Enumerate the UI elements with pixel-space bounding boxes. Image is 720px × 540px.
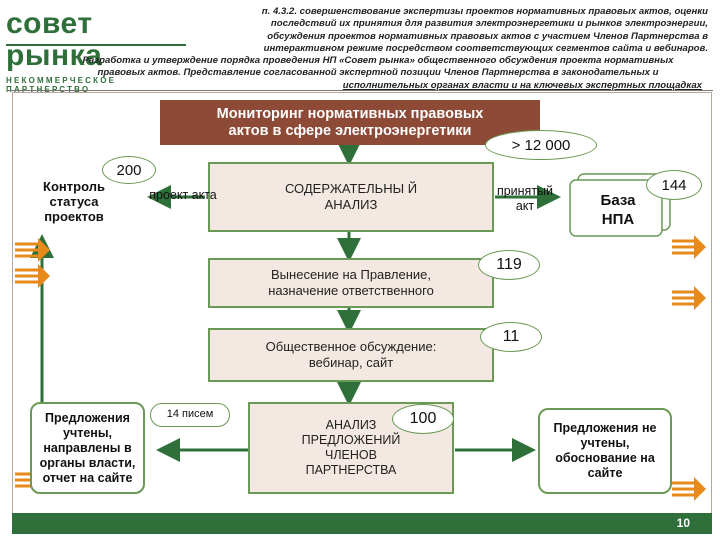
letters-count-badge: 14 писем bbox=[150, 403, 230, 427]
database-stack-mid bbox=[569, 179, 663, 237]
public-discussion-label: Общественное обсуждение: вебинар, сайт bbox=[265, 339, 437, 370]
page-number: 10 bbox=[676, 516, 690, 530]
count-11-value: 11 bbox=[502, 328, 520, 345]
count-100-value: 100 bbox=[409, 410, 437, 427]
header-line: исполнительных органах власти и на ключе… bbox=[342, 79, 702, 91]
content-analysis-box: СОДЕРЖАТЕЛЬНЫ Й АНАЛИЗ bbox=[208, 162, 494, 232]
stripes-icon-right-2 bbox=[672, 286, 706, 310]
stripes-icon-left-1 bbox=[15, 238, 50, 262]
count-200-value: 200 bbox=[116, 161, 142, 179]
proposals-rejected-label: Предложения не учтены, обоснование на са… bbox=[553, 421, 657, 480]
count-total-badge: > 12 000 bbox=[485, 130, 597, 160]
proposals-rejected-box: Предложения не учтены, обоснование на са… bbox=[538, 408, 672, 494]
stripes-icon-left-2 bbox=[15, 264, 50, 288]
draft-act-label: проект акта bbox=[149, 188, 217, 202]
header-divider bbox=[8, 90, 713, 91]
count-119-badge: 119 bbox=[478, 250, 540, 280]
header-line: интерактивном режиме посредством соответ… bbox=[263, 42, 708, 54]
header-line: последствий их принятия для развития эле… bbox=[270, 18, 708, 30]
header-description: п. 4.3.2. совершенствование экспертизы п… bbox=[8, 6, 709, 92]
base-npa-label: База НПА bbox=[600, 192, 636, 228]
count-200-badge: 200 bbox=[102, 156, 156, 184]
logo-subtitle: НЕКОММЕРЧЕСКОЕ ПАРТНЕРСТВО bbox=[6, 76, 117, 94]
control-status-box: Контроль статуса проектов bbox=[28, 170, 120, 232]
board-box: Вынесение на Правление, назначение ответ… bbox=[208, 258, 494, 308]
header-line: правовых актов. Представление согласован… bbox=[97, 67, 659, 79]
stripes-icon-right-3 bbox=[672, 477, 706, 501]
board-label: Вынесение на Правление, назначение ответ… bbox=[268, 267, 434, 298]
header-line: обсуждения проектов нормативных правовых… bbox=[267, 30, 708, 42]
count-11-badge: 11 bbox=[480, 322, 542, 352]
logo-divider bbox=[6, 44, 186, 46]
adopted-act-label: принятый акт bbox=[496, 184, 554, 213]
public-discussion-box: Общественное обсуждение: вебинар, сайт bbox=[208, 328, 494, 382]
count-144-value: 144 bbox=[661, 176, 687, 194]
count-100-badge: 100 bbox=[392, 404, 454, 434]
header-line: Разработка и утверждение порядка проведе… bbox=[82, 55, 674, 67]
stripes-icon-right-1 bbox=[672, 235, 706, 259]
content-analysis-label: СОДЕРЖАТЕЛЬНЫ Й АНАЛИЗ bbox=[284, 181, 418, 212]
count-144-badge: 144 bbox=[646, 170, 702, 200]
count-119-value: 119 bbox=[496, 256, 522, 273]
analysis-proposals-label: АНАЛИЗ ПРЕДЛОЖЕНИЙ ЧЛЕНОВ ПАРТНЕРСТВА bbox=[301, 418, 401, 477]
header-line: п. 4.3.2. совершенствование экспертизы п… bbox=[261, 6, 708, 17]
monitoring-box: Мониторинг нормативных правовых актов в … bbox=[160, 100, 540, 145]
page-number-bar: 10 bbox=[12, 513, 712, 534]
proposals-accepted-label: Предложения учтены, направлены в органы … bbox=[39, 410, 136, 485]
proposals-accepted-box: Предложения учтены, направлены в органы … bbox=[30, 402, 145, 494]
monitoring-label: Мониторинг нормативных правовых актов в … bbox=[216, 105, 484, 139]
logo: совет рынка НЕКОММЕРЧЕСКОЕ ПАРТНЕРСТВО bbox=[6, 8, 191, 94]
count-total-value: > 12 000 bbox=[511, 136, 571, 154]
control-status-label: Контроль статуса проектов bbox=[43, 178, 105, 224]
